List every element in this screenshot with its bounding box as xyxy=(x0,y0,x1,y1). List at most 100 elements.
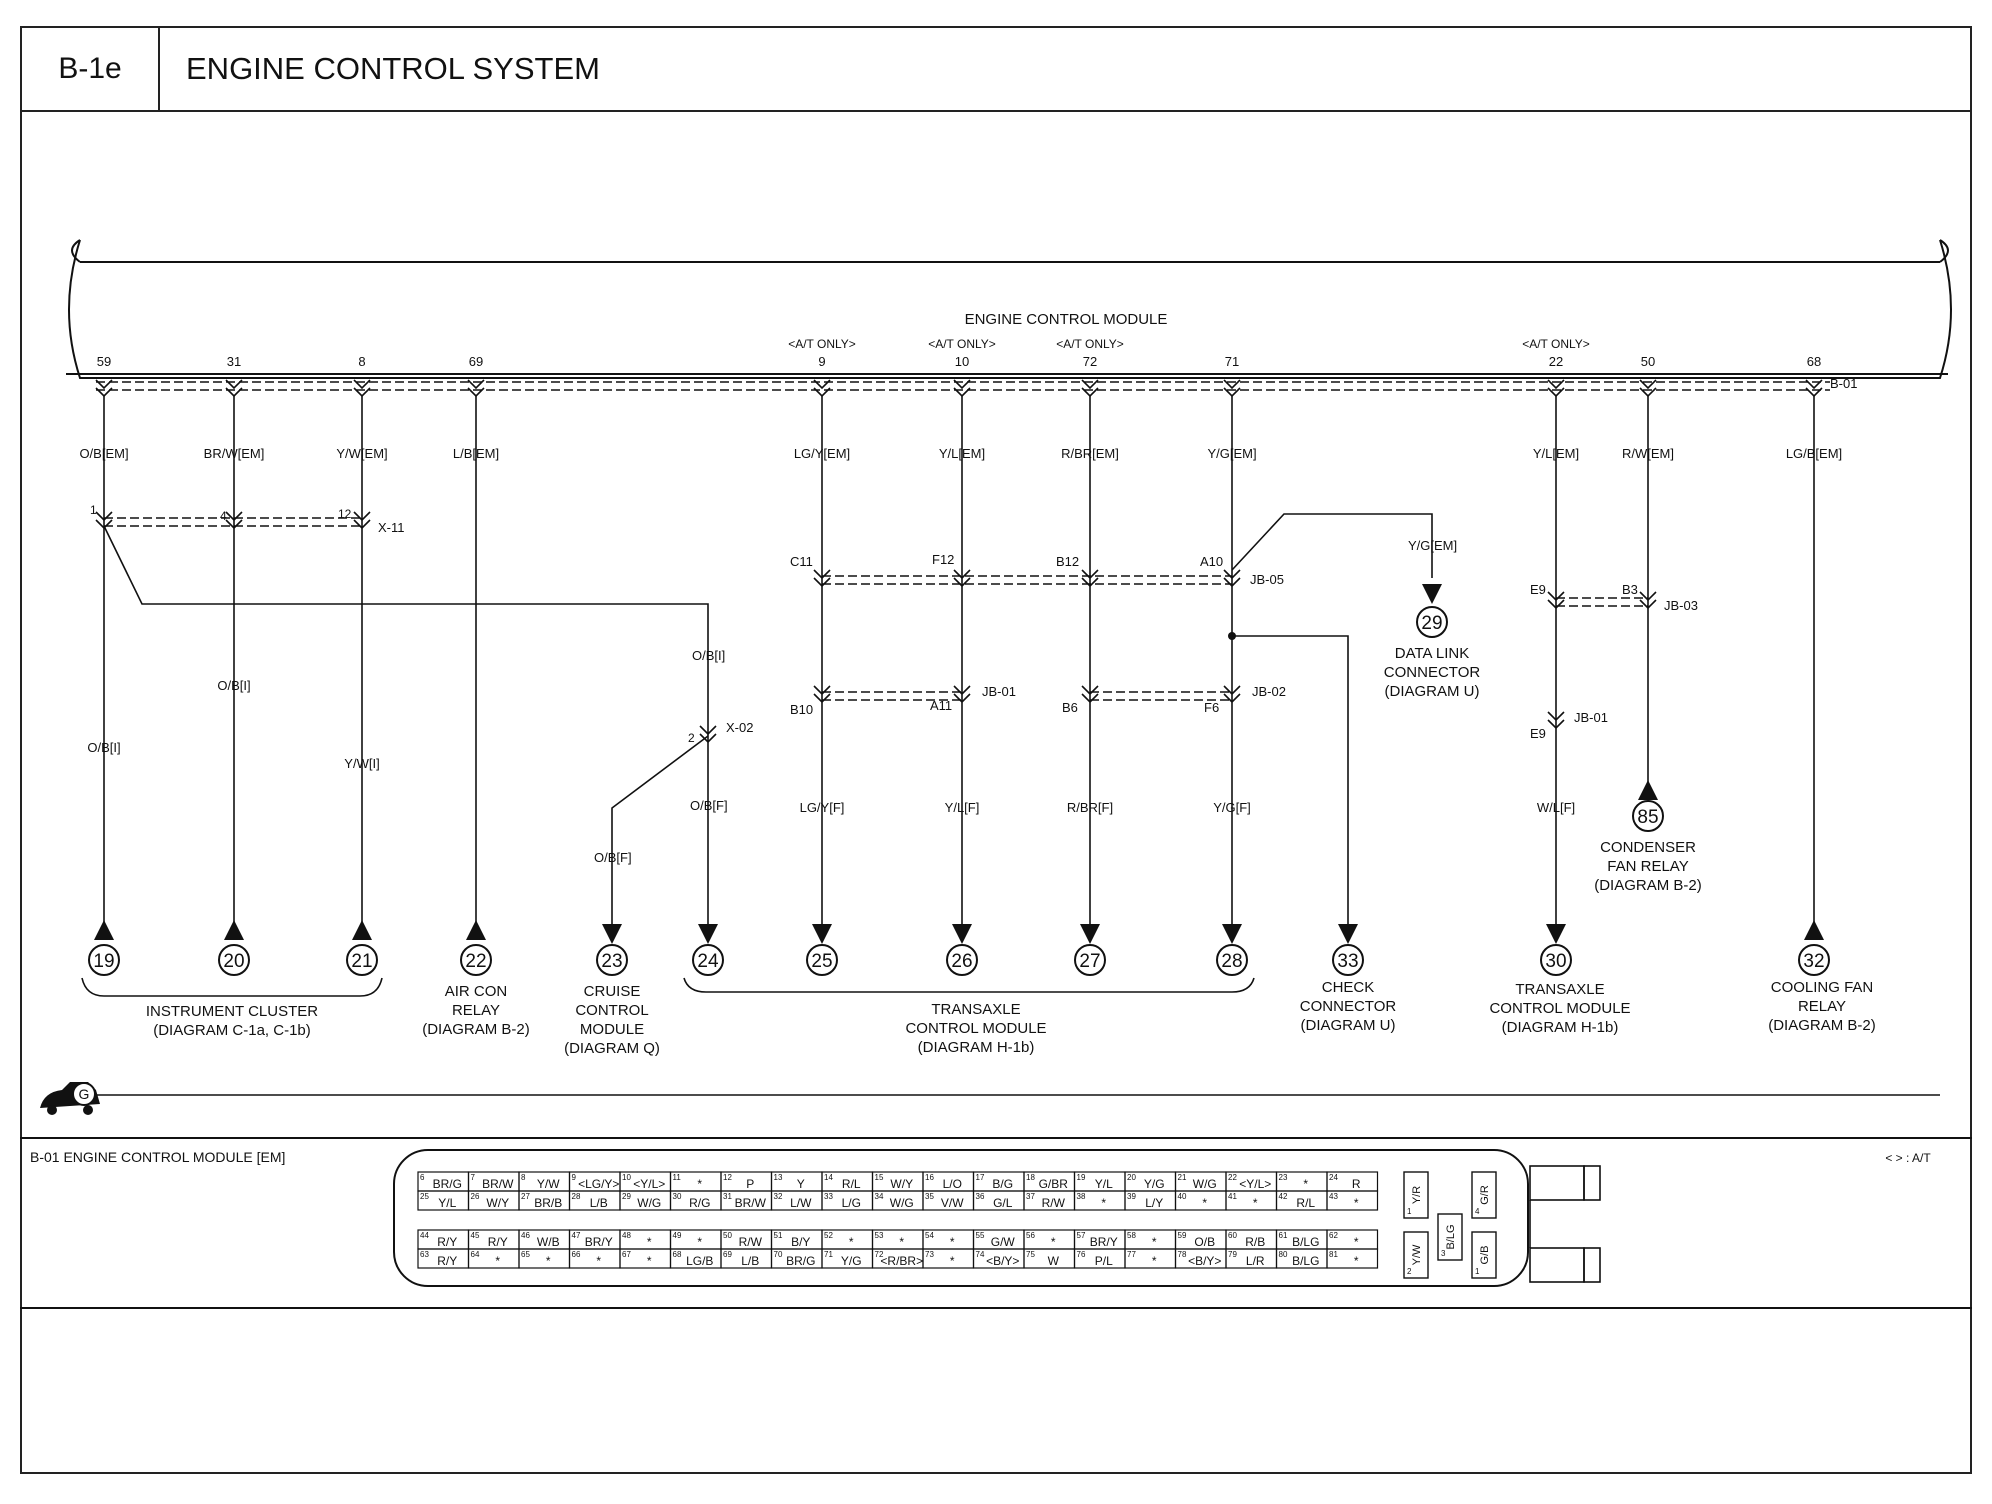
pin-number: 9 xyxy=(572,1173,577,1182)
side-pin-color: Y/W xyxy=(1411,1244,1423,1265)
pin-number: 35 xyxy=(925,1192,934,1201)
terminal-number: 32 xyxy=(1803,951,1824,972)
terminal-85 xyxy=(1632,800,1664,832)
ecm-pin-22: 22 xyxy=(1549,354,1563,369)
pin-number: 30 xyxy=(673,1192,682,1201)
pin-number: 27 xyxy=(521,1192,530,1201)
pin-number: 64 xyxy=(471,1250,480,1259)
pin-color: * xyxy=(1202,1196,1207,1210)
pin-number: 29 xyxy=(622,1192,631,1201)
pin-color: BR/Y xyxy=(585,1235,613,1249)
pin-number: 69 xyxy=(723,1250,732,1259)
pin-color: L/G xyxy=(842,1196,861,1210)
x11-pin-12: 12 xyxy=(338,507,352,521)
pin-color: R/L xyxy=(842,1177,861,1191)
pin-color: G/BR xyxy=(1039,1177,1069,1191)
side-pin xyxy=(1437,1213,1463,1261)
b01-label: B-01 xyxy=(1830,376,1857,391)
diagram-code: B-1e xyxy=(22,28,160,110)
pin-color: * xyxy=(1253,1196,1258,1210)
dest-instrument-cluster: INSTRUMENT CLUSTER xyxy=(146,1003,318,1020)
pin-color: * xyxy=(495,1254,500,1268)
ecm-pin-59: 59 xyxy=(97,354,111,369)
terminal-number: 25 xyxy=(811,951,832,972)
pin-number: 41 xyxy=(1228,1192,1237,1201)
ecm-pin-68: 68 xyxy=(1807,354,1821,369)
terminal-number: 30 xyxy=(1545,951,1566,972)
page-title: ENGINE CONTROL SYSTEM xyxy=(186,51,600,86)
dest-transaxle-left: TRANSAXLE xyxy=(931,1001,1020,1018)
pin-number: 39 xyxy=(1127,1192,1136,1201)
brace-transaxle xyxy=(683,977,1255,993)
pin-number: 11 xyxy=(673,1173,682,1182)
pin-color: BR/G xyxy=(433,1177,462,1191)
pin-color: G/W xyxy=(991,1235,1016,1249)
pin-number: 23 xyxy=(1279,1173,1288,1182)
pin-number: 19 xyxy=(1077,1173,1086,1182)
ecm-pin-50: 50 xyxy=(1641,354,1655,369)
pin-color: L/B xyxy=(590,1196,608,1210)
ecm-label: ENGINE CONTROL MODULE xyxy=(965,311,1168,328)
at-only-note: <A/T ONLY> xyxy=(928,337,996,351)
pin-color: * xyxy=(899,1235,904,1249)
side-pin-number: 2 xyxy=(1407,1267,1412,1276)
pin-a10: A10 xyxy=(1200,554,1223,569)
jb05-label: JB-05 xyxy=(1250,572,1284,587)
terminal-33 xyxy=(1332,944,1364,976)
side-pin-color: Y/R xyxy=(1411,1186,1423,1204)
pin-number: 66 xyxy=(572,1250,581,1259)
side-pin-number: 4 xyxy=(1475,1207,1480,1216)
pin-number: 67 xyxy=(622,1250,631,1259)
dest-condenser-fan: CONDENSER xyxy=(1600,839,1696,856)
side-pin xyxy=(1403,1171,1429,1219)
brace-instrument xyxy=(81,977,383,997)
pin-number: 62 xyxy=(1329,1231,1338,1240)
pin-color: BR/W xyxy=(482,1177,514,1191)
pin-number: 60 xyxy=(1228,1231,1237,1240)
pin-cell xyxy=(1326,1248,1379,1269)
wire-label: R/BR[EM] xyxy=(1061,446,1119,461)
pin-color: <LG/Y> xyxy=(578,1177,619,1191)
x11-label: X-11 xyxy=(378,520,405,535)
pin-number: 47 xyxy=(572,1231,581,1240)
pin-color: <R/BR> xyxy=(880,1254,923,1268)
wire-label: R/BR[F] xyxy=(1067,800,1113,815)
pin-color: W/G xyxy=(1193,1177,1217,1191)
pin-number: 15 xyxy=(875,1173,884,1182)
side-pin-number: 3 xyxy=(1441,1249,1446,1258)
x11-pin-4: 4 xyxy=(220,509,227,523)
pin-color: LG/B xyxy=(686,1254,713,1268)
pin-b6: B6 xyxy=(1062,700,1078,715)
footer-title: B-01 ENGINE CONTROL MODULE [EM] xyxy=(30,1149,285,1165)
wire-label: L/B[EM] xyxy=(453,446,499,461)
ecm-pin-8: 8 xyxy=(358,354,365,369)
pin-b12: B12 xyxy=(1056,554,1079,569)
pin-number: 14 xyxy=(824,1173,833,1182)
pin-number: 68 xyxy=(673,1250,682,1259)
ecm-pin-9: 9 xyxy=(818,354,825,369)
pin-number: 40 xyxy=(1178,1192,1187,1201)
jb01-label-b: JB-01 xyxy=(1574,710,1608,725)
ecm-pin-72: 72 xyxy=(1083,354,1097,369)
pin-color: P xyxy=(746,1177,754,1191)
ecm-pin-71: 71 xyxy=(1225,354,1239,369)
terminal-26 xyxy=(946,944,978,976)
pin-number: 48 xyxy=(622,1231,631,1240)
pin-number: 53 xyxy=(875,1231,884,1240)
side-pin xyxy=(1403,1231,1429,1279)
wire-label: O/B[I] xyxy=(87,740,120,755)
pin-color: R/Y xyxy=(437,1235,457,1249)
pin-color: Y/L xyxy=(438,1196,456,1210)
dest-data-link: (DIAGRAM U) xyxy=(1385,683,1480,700)
pin-number: 42 xyxy=(1279,1192,1288,1201)
wire-label: Y/L[EM] xyxy=(1533,446,1579,461)
pin-color: R/W xyxy=(739,1235,763,1249)
pin-color: B/G xyxy=(992,1177,1013,1191)
dest-air-con-relay: RELAY xyxy=(452,1002,500,1019)
wire-label-ob-f-24: O/B[F] xyxy=(690,798,728,813)
pin-color: * xyxy=(1152,1235,1157,1249)
terminal-number: 26 xyxy=(951,951,972,972)
pin-number: 45 xyxy=(471,1231,480,1240)
terminal-28 xyxy=(1216,944,1248,976)
ecm-body xyxy=(68,239,1952,379)
